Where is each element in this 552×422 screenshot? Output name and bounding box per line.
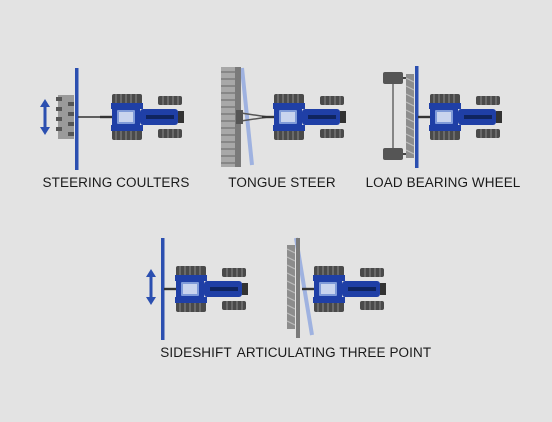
tractor-icon	[301, 265, 387, 313]
coulters-icon	[56, 95, 74, 139]
disk-bar-icon	[405, 73, 415, 159]
double-arrow-icon	[144, 267, 158, 307]
double-arrow-icon	[38, 97, 52, 137]
towed-implement-icon	[221, 67, 243, 167]
caption-load-bearing-wheel: LOAD BEARING WHEEL	[365, 175, 521, 190]
caption-sideshift: SIDESHIFT	[160, 345, 232, 360]
wheel-icon	[383, 72, 408, 160]
caption-articulating-three-point: ARTICULATING THREE POINT	[236, 345, 432, 360]
tractor-icon	[99, 93, 185, 141]
panel-sideshift	[144, 238, 249, 340]
shadow-implement	[240, 67, 254, 166]
tractor-icon	[163, 265, 249, 313]
panel-articulating-three-point	[286, 237, 387, 338]
tractor-icon	[261, 93, 347, 141]
tongue-hitch	[240, 112, 269, 122]
implement-toolbar	[415, 66, 419, 168]
implement-frame	[296, 238, 300, 338]
panel-tongue-steer	[221, 67, 347, 167]
implement-toolbar	[75, 68, 79, 170]
caption-tongue-steer: TONGUE STEER	[228, 175, 336, 190]
implement-toolbar	[161, 238, 165, 340]
tractor-icon	[417, 93, 503, 141]
disk-bar-icon	[286, 244, 296, 330]
panel-steering-coulters	[38, 68, 185, 170]
panel-load-bearing-wheel	[383, 66, 503, 168]
caption-steering-coulters: STEERING COULTERS	[42, 175, 190, 190]
